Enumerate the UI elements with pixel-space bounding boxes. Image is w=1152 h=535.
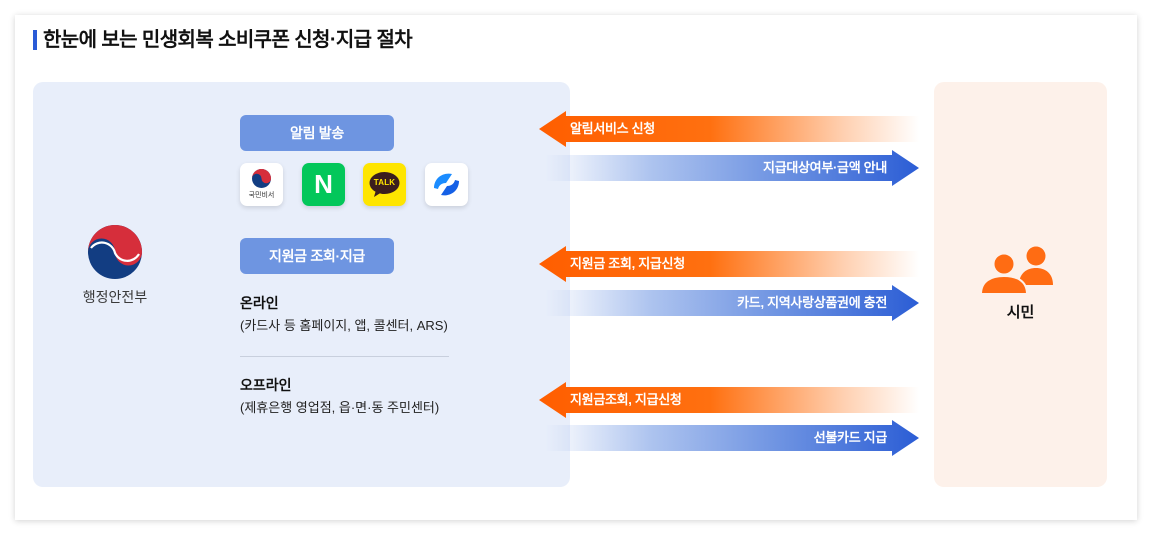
speech-bubble-icon [369, 172, 400, 197]
online-title: 온라인 [240, 295, 279, 311]
left-arrow-shape [539, 111, 919, 147]
support-pill: 지원금 조회·지급 [240, 238, 394, 274]
naver-letter: N [314, 169, 333, 199]
divider [240, 356, 449, 357]
government-emblem-icon [88, 225, 142, 279]
kakaotalk-label: TALK [373, 178, 396, 187]
response-arrow-notification: 지급대상여부·금액 안내 [545, 150, 919, 186]
right-arrow-shape [545, 285, 919, 321]
citizens-icon [980, 246, 1053, 295]
online-detail: (카드사 등 홈페이지, 앱, 콜센터, ARS) [240, 318, 448, 333]
naver-icon: N [302, 163, 345, 206]
arrow-label: 지원금 조회, 지급신청 [570, 256, 685, 271]
offline-detail: (제휴은행 영업점, 읍·면·동 주민센터) [240, 400, 440, 415]
arrow-label: 카드, 지역사랑상품권에 충전 [737, 295, 887, 310]
toss-logo-icon [434, 173, 459, 196]
right-arrow-shape [545, 420, 919, 456]
response-arrow-offline: 선불카드 지급 [545, 420, 919, 456]
request-arrow-notification: 알림서비스 신청 [539, 111, 919, 147]
citizen-label: 시민 [1006, 304, 1035, 321]
toss-icon [425, 163, 468, 206]
left-arrow-shape [539, 246, 919, 282]
notification-pill: 알림 발송 [240, 115, 394, 151]
arrow-label: 알림서비스 신청 [570, 121, 655, 136]
government-emblem-icon [252, 169, 271, 188]
response-arrow-online: 카드, 지역사랑상품권에 충전 [545, 285, 919, 321]
government-name: 행정안전부 [82, 289, 148, 305]
page-title: 한눈에 보는 민생회복 소비쿠폰 신청·지급 절차 [43, 29, 413, 51]
offline-title: 오프라인 [240, 377, 292, 393]
kakaotalk-icon: TALK [363, 163, 406, 206]
request-arrow-offline: 지원금조회, 지급신청 [539, 382, 919, 418]
right-arrow-shape [545, 150, 919, 186]
arrow-label: 지원금조회, 지급신청 [570, 392, 682, 407]
arrow-label: 지급대상여부·금액 안내 [763, 160, 887, 175]
request-arrow-online: 지원금 조회, 지급신청 [539, 246, 919, 282]
gukmin-biseo-icon: 국민비서 [240, 163, 283, 206]
arrow-label: 선불카드 지급 [813, 430, 888, 445]
title-accent-bar [33, 30, 37, 50]
gukmin-biseo-label: 국민비서 [248, 192, 275, 199]
left-arrow-shape [539, 382, 919, 418]
